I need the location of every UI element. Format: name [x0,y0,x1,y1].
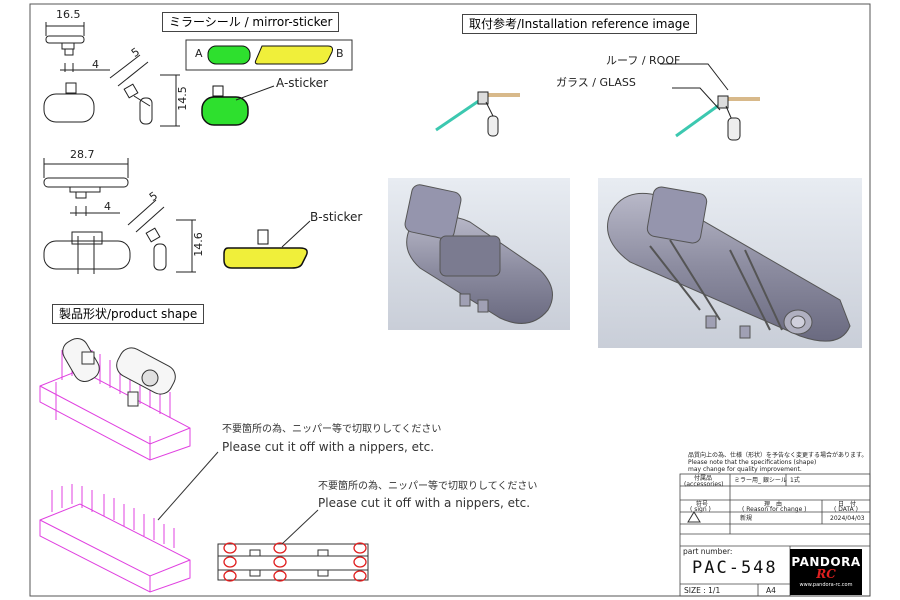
notice-jp: 品質向上の為、仕様（形状）を予告なく変更する場合があります。 [688,452,868,459]
b-mirror-drawings [43,158,196,274]
cut-note-jp-2: 不要箇所の為、ニッパー等で切取りしてください [318,481,538,492]
sticker-b-letter: B [336,47,344,60]
mirror-sticker-title: ミラーシール / mirror-sticker [162,12,340,32]
date-jp: 日 付 [838,501,857,508]
reason-jp: 理 由 [764,501,783,508]
a-sticker-shape [201,85,275,126]
accessory-value: ミラー用_ 銀シール [734,477,787,484]
title-block-grid [679,473,871,597]
revision-date: 2024/04/03 [830,515,865,522]
dim-b-height: 14.6 [191,232,205,257]
size-label: SIZE : 1/1 [684,586,721,595]
logo-sub-text: RC [816,567,836,581]
part-number: PAC-548 [692,558,778,578]
sprue-b [39,484,191,593]
reason-en: ( Reason for change ) [742,506,807,513]
installation-reference-title: 取付参考/Installation reference image [462,14,697,34]
cut-diagram [217,542,369,582]
b-sticker-callout: B-sticker [310,210,363,224]
dim-b-width: 28.7 [70,148,95,161]
accessory-count: 1式 [790,477,800,484]
sprue-a [39,344,191,461]
dim-a-height: 14.5 [175,86,189,111]
revision-reason: 新規 [740,515,753,522]
date-en: ( DATA ) [834,506,858,513]
leader-cut-a [157,451,219,521]
part-number-label: part number: [683,547,733,556]
roof-label: ルーフ / ROOF [606,54,681,67]
sheet-border [29,3,871,597]
a-mirror-drawings [43,22,180,127]
sticker-a-swatch [207,45,251,65]
accessories-en: (accessories) [684,481,724,488]
sticker-a-letter: A [195,47,203,60]
a-sticker-callout: A-sticker [276,76,329,90]
glass-label: ガラス / GLASS [556,76,636,89]
b-sticker-shape [223,220,311,269]
sign-en: ( sign ) [690,506,711,513]
notice-en-2: may change for quality improvement. [688,466,802,473]
logo-url: www.pandora-rc.com [799,582,853,588]
sign-jp: 符号 [696,501,709,508]
leader-cut-b [281,509,319,545]
render-b-mirror [598,178,862,348]
render-a-mirror [388,178,570,330]
logo-main-text: PANDORA [791,555,861,569]
dim-a-depth: 4 [92,58,99,71]
cut-note-en-1: Please cut it off with a nippers, etc. [222,440,435,454]
dim-b-depth: 4 [104,200,111,213]
accessories-jp: 付属品 [694,475,713,482]
notice-en-1: Please note that the specifications (sha… [688,459,817,466]
cut-note-jp-1: 不要箇所の為、ニッパー等で切取りしてください [222,424,442,435]
sticker-b-swatch [254,45,333,65]
sprue-a-parts [62,337,176,407]
revision-triangle-icon [687,511,701,523]
dim-a-width: 16.5 [56,8,81,21]
pandora-rc-logo: PANDORA RC www.pandora-rc.com [790,549,862,595]
install-ref-b [660,63,760,141]
product-shape-title: 製品形状/product shape [52,304,205,324]
paper-size: A4 [766,586,776,595]
cut-note-en-2: Please cut it off with a nippers, etc. [318,496,531,510]
install-ref-a [435,91,520,137]
